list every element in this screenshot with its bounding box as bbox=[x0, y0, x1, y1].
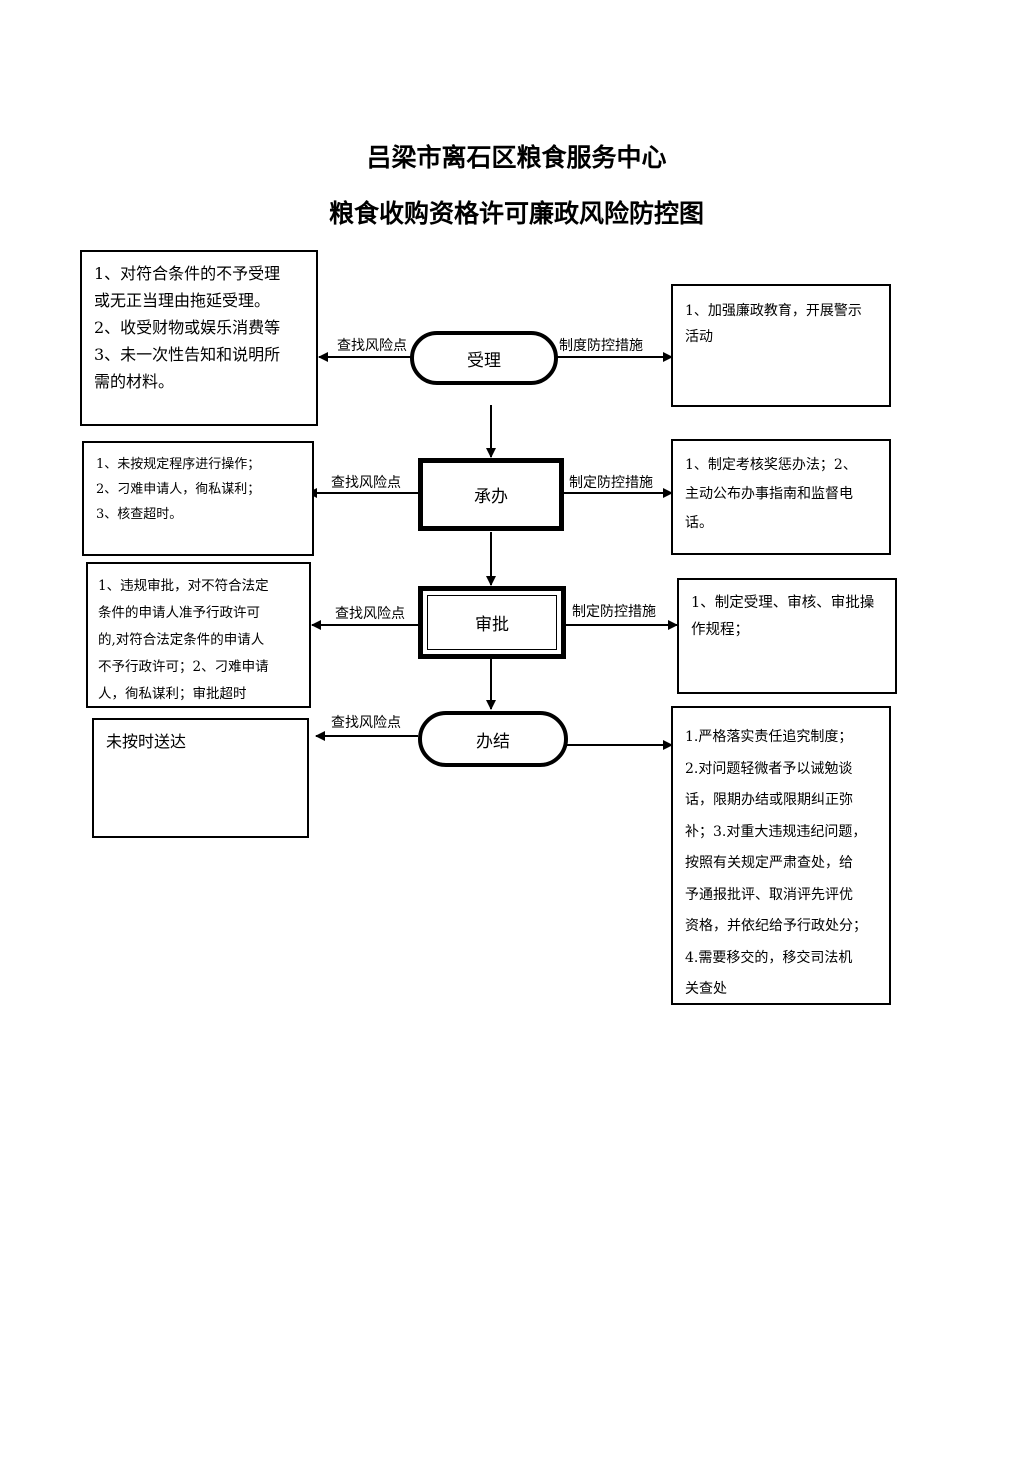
risk-box-approve: 1、违规审批，对不符合法定 条件的申请人准予行政许可 的,对符合法定条件的申请人… bbox=[86, 562, 311, 708]
label-measure-3: 制定防控措施 bbox=[571, 601, 657, 621]
step-approve: 审批 bbox=[418, 586, 566, 659]
label-find-risk-2: 查找风险点 bbox=[330, 472, 402, 492]
label-find-risk-1: 查找风险点 bbox=[336, 335, 408, 355]
measure-box-accept: 1、加强廉政教育，开展警示 活动 bbox=[671, 284, 891, 407]
step-approve-inner: 审批 bbox=[427, 595, 557, 650]
label-find-risk-3: 查找风险点 bbox=[334, 603, 406, 623]
step-accept: 受理 bbox=[410, 331, 558, 385]
page-title: 吕梁市离石区粮食服务中心 bbox=[366, 143, 667, 172]
risk-box-handle: 1、未按规定程序进行操作； 2、刁难申请人，徇私谋利； 3、核查超时。 bbox=[82, 441, 314, 556]
measure-box-handle: 1、制定考核奖惩办法；2、 主动公布办事指南和监督电 话。 bbox=[671, 439, 891, 555]
risk-box-conclude: 未按时送达 bbox=[92, 718, 309, 838]
step-conclude: 办结 bbox=[418, 711, 568, 767]
label-measure-1: 制度防控措施 bbox=[558, 335, 644, 355]
label-measure-2: 制定防控措施 bbox=[568, 472, 654, 492]
label-find-risk-4: 查找风险点 bbox=[330, 712, 402, 732]
page-subtitle: 粮食收购资格许可廉政风险防控图 bbox=[328, 199, 704, 228]
step-handle: 承办 bbox=[418, 458, 564, 531]
measure-box-approve: 1、制定受理、审核、审批操 作规程； bbox=[677, 578, 897, 694]
risk-box-accept: 1、对符合条件的不予受理 或无正当理由拖延受理。 2、收受财物或娱乐消费等 3、… bbox=[80, 250, 318, 426]
measure-box-conclude: 1.严格落实责任追究制度； 2.对问题轻微者予以诫勉谈 话，限期办结或限期纠正弥… bbox=[671, 706, 891, 1005]
